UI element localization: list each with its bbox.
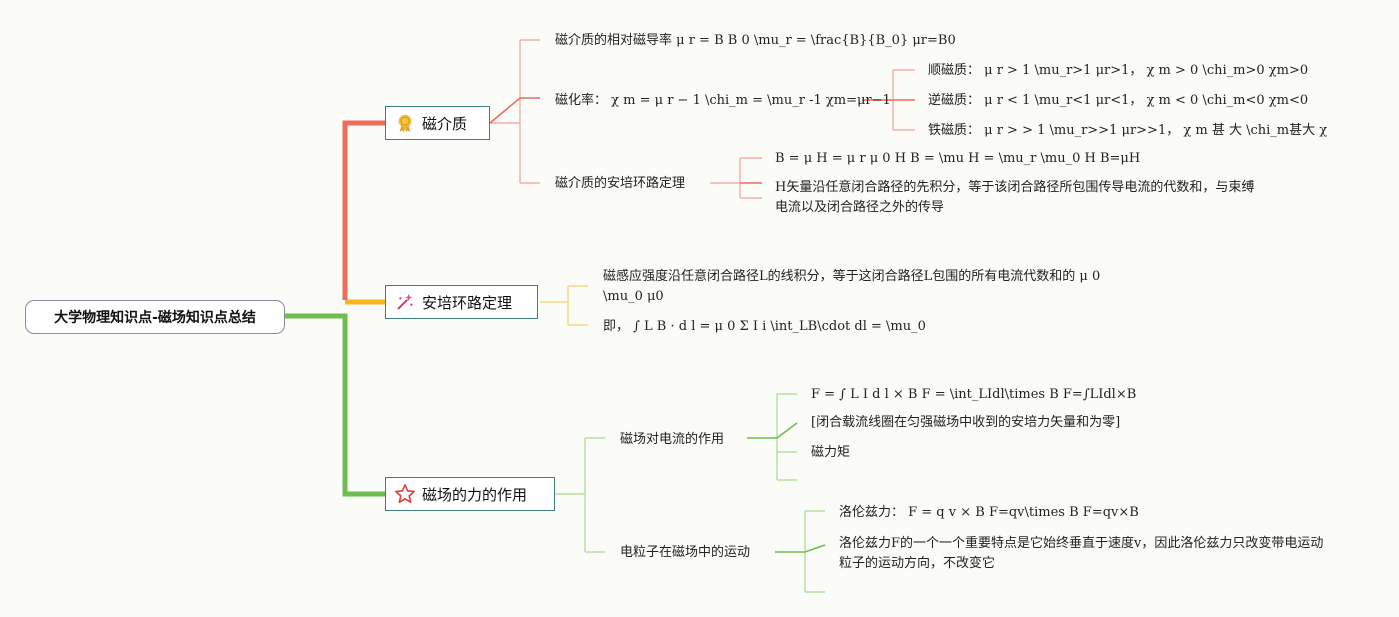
trunk-red-line [342,120,385,300]
branch-magnetic-force-label: 磁场的力的作用 [422,485,528,504]
ampere-law-statement-node[interactable]: 磁感应强度沿任意闭合路径L的线积分，等于这闭合路径L包围的所有电流代数和的 μ … [603,269,1101,304]
magnetic-susceptibility-node[interactable]: 磁化率： χ m = μ r − 1 \chi_m = \mu_r -1 χm=… [555,93,891,108]
branch-magnetic-force[interactable]: 磁场的力的作用 [385,477,555,511]
branch-ampere-law-label: 安培环路定理 [422,293,513,312]
ampere-law-formula-node[interactable]: 即， ∫ L B · d l = μ 0 Σ I i \int_LB\cdot … [603,319,926,334]
b-mu-h-node[interactable]: B = μ H = μ r μ 0 H B = \mu H = \mu_r \m… [775,151,1141,166]
branch-magnetic-medium-label: 磁介质 [422,114,468,133]
b1-sub-lines [490,39,915,199]
ampere-force-formula-node[interactable]: F = ∫ L I d l × B F = \int_LIdl\times B … [811,387,1137,402]
root-node[interactable]: 大学物理知识点-磁场知识点总结 [25,300,285,334]
h-vector-integral-node[interactable]: H矢量沿任意闭合路径的先积分，等于该闭合路径所包围传导电流的代数和，与束缚电流以… [775,180,1255,215]
force-on-current-node[interactable]: 磁场对电流的作用 [620,432,725,447]
lorentz-force-formula-node[interactable]: 洛伦兹力： F = q v × B F=qv\times B F=qv×B [839,505,1139,520]
sparkle-wand-icon [394,291,416,313]
branch-magnetic-medium[interactable]: 磁介质 [385,106,490,140]
ferromagnetic-node[interactable]: 铁磁质： μ r > > 1 \mu_r>>1 μr>>1， χ m 甚 大 \… [928,123,1328,138]
medium-ampere-law-node[interactable]: 磁介质的安培环路定理 [555,176,686,191]
star-icon [394,483,416,505]
medal-icon [394,112,416,134]
b1-to-magnetization-line [489,97,540,124]
closed-loop-force-node[interactable]: [闭合载流线圈在匀强磁场中收到的安培力矢量和为零] [811,415,1121,430]
diamagnetic-node[interactable]: 逆磁质： μ r < 1 \mu_r<1 μr<1， χ m < 0 \chi_… [928,93,1309,108]
paramagnetic-node[interactable]: 顺磁质： μ r > 1 \mu_r>1 μr>1， χ m > 0 \chi_… [928,63,1309,78]
branch-ampere-law[interactable]: 安培环路定理 [385,285,538,319]
charged-particle-motion-node[interactable]: 电粒子在磁场中的运动 [620,545,751,560]
b2-sub-lines [540,285,588,326]
b3-sub-lines [555,393,825,593]
root-label: 大学物理知识点-磁场知识点总结 [54,310,256,326]
lorentz-force-property-node[interactable]: 洛伦兹力F的一个一个重要特点是它始终垂直于速度v，因此洛伦兹力只改变带电运动粒子… [839,536,1324,571]
relative-permeability-node[interactable]: 磁介质的相对磁导率 μ r = B B 0 \mu_r = \frac{B}{B… [555,33,956,48]
trunk-green-line [283,313,385,497]
magnetic-torque-node[interactable]: 磁力矩 [811,445,851,460]
